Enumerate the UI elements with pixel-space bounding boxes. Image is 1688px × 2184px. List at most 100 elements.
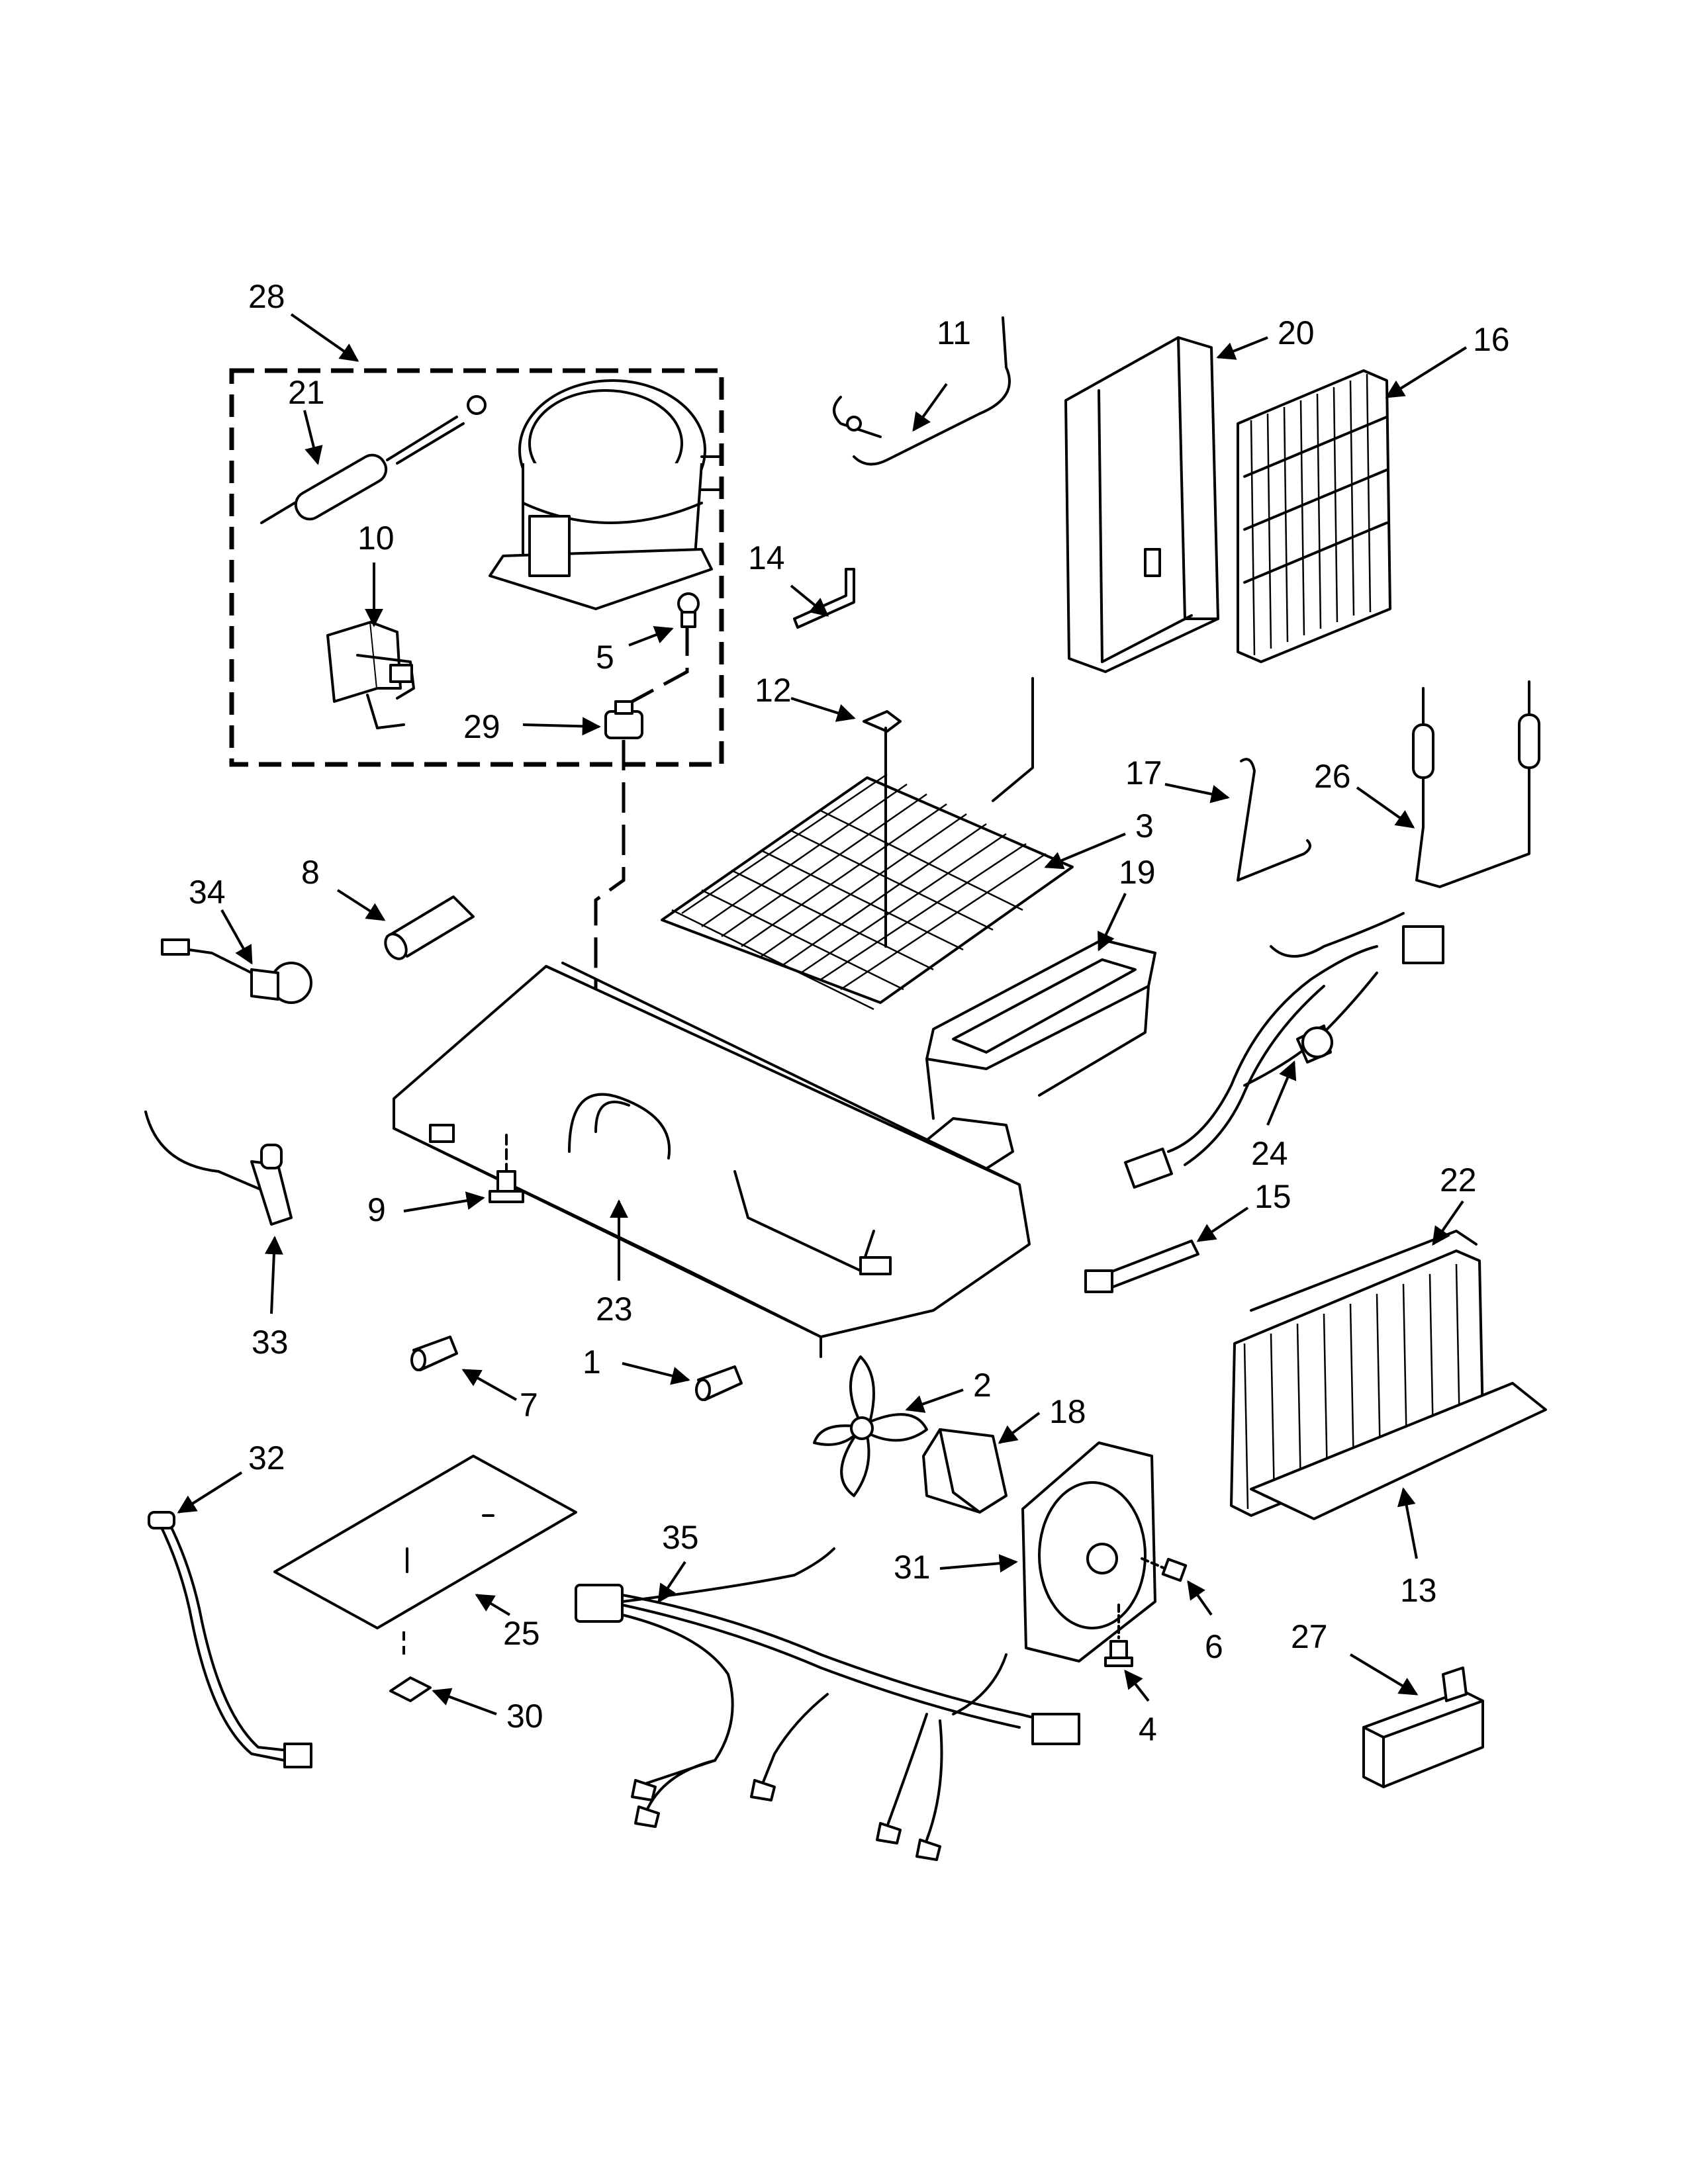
callout-22: 22 xyxy=(1440,1161,1477,1199)
callout-26: 26 xyxy=(1314,758,1351,795)
leader-11 xyxy=(912,383,948,432)
leader-4 xyxy=(1124,1669,1150,1702)
leader-25 xyxy=(475,1594,511,1616)
callout-16: 16 xyxy=(1473,321,1510,358)
callout-13: 13 xyxy=(1400,1572,1437,1609)
part-29-mount xyxy=(604,700,643,739)
part-35-wire-harness xyxy=(575,1547,1080,1861)
callout-5: 5 xyxy=(596,639,614,676)
part-17-clip xyxy=(1237,758,1311,882)
part-9-screw xyxy=(489,1134,524,1203)
leader-8 xyxy=(336,889,386,921)
callout-4: 4 xyxy=(1139,1711,1157,1748)
callout-19: 19 xyxy=(1119,854,1156,891)
part-32-tube xyxy=(148,1511,312,1768)
part-13-tray xyxy=(1250,1382,1547,1520)
leader-7 xyxy=(461,1369,517,1401)
leader-15 xyxy=(1196,1206,1249,1242)
callout-3: 3 xyxy=(1135,807,1154,844)
leader-26 xyxy=(1356,786,1415,829)
callout-32: 32 xyxy=(248,1439,285,1477)
leader-19 xyxy=(1098,893,1127,952)
compressor-assembly-boundary xyxy=(229,368,724,767)
part-33-sensor xyxy=(144,1111,293,1226)
part-16-evaporator xyxy=(1237,369,1391,663)
part-25-insulation xyxy=(273,1455,577,1629)
callout-29: 29 xyxy=(463,708,500,745)
leader-27 xyxy=(1349,1653,1419,1696)
callout-25: 25 xyxy=(503,1615,540,1652)
part-23-base-plate xyxy=(393,962,1031,1358)
callout-14: 14 xyxy=(748,539,785,576)
callout-21: 21 xyxy=(288,374,325,411)
callout-30: 30 xyxy=(506,1698,543,1735)
part-31-fan-shroud xyxy=(1021,1441,1156,1662)
callout-7: 7 xyxy=(520,1387,538,1424)
leader-29 xyxy=(522,717,601,736)
leader-22 xyxy=(1432,1200,1464,1246)
part-14-tube xyxy=(793,568,855,629)
leader-33 xyxy=(264,1236,283,1314)
part-7-grommet xyxy=(410,1336,458,1371)
callout-12: 12 xyxy=(755,672,792,709)
callout-9: 9 xyxy=(367,1191,386,1228)
leader-1 xyxy=(622,1362,690,1385)
leader-34 xyxy=(220,909,253,965)
part-10-relay xyxy=(326,621,415,729)
part-1-grommet xyxy=(695,1365,743,1401)
leader-9 xyxy=(403,1191,485,1212)
part-30-clip xyxy=(389,1676,432,1702)
part-21-drier xyxy=(260,395,487,524)
leader-14 xyxy=(790,584,829,617)
leader-6 xyxy=(1187,1580,1213,1616)
part-2-fan-blade xyxy=(813,1355,928,1497)
callout-31: 31 xyxy=(894,1549,931,1586)
leader-5 xyxy=(628,625,674,647)
part-11-tube xyxy=(833,316,1011,466)
leader-28 xyxy=(290,313,359,362)
callout-28: 28 xyxy=(248,278,285,315)
part-4-screw xyxy=(1104,1604,1133,1667)
part-5-grommet xyxy=(677,592,700,628)
part-8-bushing xyxy=(384,895,475,960)
callout-20: 20 xyxy=(1278,314,1315,351)
callout-10: 10 xyxy=(357,520,395,557)
part-12-clip xyxy=(863,710,902,733)
callout-33: 33 xyxy=(252,1324,289,1361)
leader-12 xyxy=(790,697,856,722)
part-15-cable-tie xyxy=(1084,1240,1199,1293)
part-27-module xyxy=(1362,1666,1484,1788)
part-26-tube xyxy=(1412,680,1540,888)
leader-32 xyxy=(177,1471,243,1514)
part-19-drain-pan xyxy=(915,938,1156,1183)
leader-30 xyxy=(432,1688,497,1715)
leader-13 xyxy=(1397,1487,1418,1559)
callout-27: 27 xyxy=(1291,1618,1328,1655)
part-20-evaporator-cover xyxy=(1064,336,1219,673)
leader-24 xyxy=(1266,1060,1297,1126)
compressor xyxy=(489,379,723,610)
part-6-screw xyxy=(1141,1557,1188,1582)
part-24-wire-harness xyxy=(1123,912,1444,1189)
leader-35 xyxy=(657,1561,686,1604)
leader-2 xyxy=(905,1388,964,1413)
leader-31 xyxy=(939,1554,1018,1573)
callout-34: 34 xyxy=(189,874,226,911)
leader-18 xyxy=(998,1412,1041,1444)
leader-16 xyxy=(1385,346,1468,398)
part-18-fan-motor xyxy=(922,1428,1008,1514)
part-3-condenser-coil xyxy=(661,677,1074,1011)
callout-15: 15 xyxy=(1254,1178,1291,1215)
callout-18: 18 xyxy=(1049,1393,1086,1430)
callout-11: 11 xyxy=(937,314,971,351)
leader-3 xyxy=(1044,833,1126,870)
part-34-sensor xyxy=(161,938,312,1004)
callout-35: 35 xyxy=(662,1519,699,1556)
leader-21 xyxy=(303,410,323,465)
callout-1: 1 xyxy=(583,1343,601,1381)
callout-17: 17 xyxy=(1125,754,1162,792)
callout-6: 6 xyxy=(1205,1628,1223,1665)
callout-8: 8 xyxy=(301,854,320,891)
leader-17 xyxy=(1164,783,1230,803)
